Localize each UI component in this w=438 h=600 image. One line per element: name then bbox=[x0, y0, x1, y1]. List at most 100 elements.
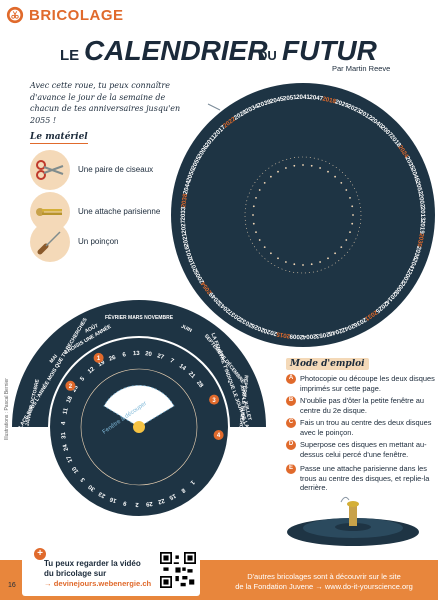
scissors-cut-mark bbox=[207, 103, 221, 111]
footer-text: D'autres bricolages sont à découvrir sur… bbox=[214, 572, 434, 592]
ring-dot bbox=[319, 167, 321, 169]
awl-icon bbox=[30, 222, 70, 262]
step-text: N'oublie pas d'ôter la petite fenêtre au… bbox=[300, 396, 425, 415]
year-label: 2039 bbox=[257, 98, 273, 109]
year-label: 2002 bbox=[417, 193, 426, 208]
step-badge: D bbox=[286, 440, 296, 450]
day-number: 25 bbox=[71, 384, 80, 393]
year-label: 2009 bbox=[289, 332, 304, 340]
year-label: 2050 bbox=[185, 167, 197, 183]
material-item: Une paire de ciseaux bbox=[30, 150, 153, 190]
year-label: 2029 bbox=[334, 98, 350, 109]
ring-dot bbox=[270, 252, 272, 255]
ring-dot bbox=[345, 239, 348, 241]
ring-dot bbox=[319, 261, 321, 263]
wheel-step-number: 4 bbox=[217, 433, 221, 439]
day-number: 17 bbox=[66, 454, 74, 463]
day-number: 28 bbox=[195, 380, 204, 389]
title-calendrier: CALENDRIER bbox=[84, 35, 268, 66]
window-cutout bbox=[103, 385, 175, 428]
day-number: 14 bbox=[178, 363, 187, 372]
ring-dot bbox=[263, 182, 266, 184]
day-number: 6 bbox=[122, 352, 127, 359]
ring-dot bbox=[255, 197, 257, 199]
ring-dot bbox=[252, 214, 254, 216]
footer-line2: de la Fondation Juvene → www.do-it-yours… bbox=[235, 582, 413, 591]
section-label: BRICOLAGE bbox=[29, 6, 124, 24]
ring-dot bbox=[255, 231, 257, 234]
day-number: 1 bbox=[188, 479, 195, 486]
instruction-step: D Superpose ces disques en mettant au-de… bbox=[286, 440, 436, 459]
year-label: 2044 bbox=[182, 180, 192, 196]
day-number: 31 bbox=[61, 431, 68, 439]
ring-dot bbox=[258, 189, 261, 191]
paper-fastener-icon bbox=[30, 192, 70, 232]
step-badge: C bbox=[286, 418, 296, 428]
month-label: MAI bbox=[49, 353, 60, 364]
intro-text: Avec cette roue, tu peux connaître d'ava… bbox=[30, 81, 181, 125]
instruction-step: C Fais un trou au centre des deux disque… bbox=[286, 418, 436, 437]
ring-dot bbox=[345, 189, 348, 191]
credit: Illustrations : Pascal Bernier bbox=[4, 378, 10, 440]
wheel-step-badge bbox=[213, 430, 224, 440]
ring-dot bbox=[258, 239, 261, 241]
ring-dot bbox=[334, 175, 336, 178]
day-number: 20 bbox=[145, 351, 153, 358]
qr-code-icon[interactable] bbox=[160, 552, 196, 588]
instruction-step: E Passe une attache parisienne dans les … bbox=[286, 464, 436, 493]
day-number: 3 bbox=[80, 476, 87, 483]
day-number: 9 bbox=[122, 499, 127, 506]
wheel-top-right bbox=[139, 300, 266, 427]
ring-dot bbox=[285, 261, 287, 263]
day-number: 8 bbox=[179, 487, 186, 494]
mode-title: Mode d'emploi bbox=[286, 358, 369, 370]
step-badge: B bbox=[286, 396, 296, 406]
day-number: 10 bbox=[71, 465, 80, 474]
ring-dot bbox=[352, 214, 354, 216]
year-label: 2052 bbox=[414, 180, 424, 196]
year-label: 2016 bbox=[183, 245, 194, 261]
day-number: 21 bbox=[187, 371, 196, 380]
year-label: 2015 bbox=[275, 330, 290, 339]
day-number: 15 bbox=[167, 492, 176, 501]
footer-line1: D'autres bricolages sont à découvrir sur… bbox=[247, 572, 401, 581]
title-futur: FUTUR bbox=[282, 35, 378, 66]
ring-dot bbox=[293, 164, 296, 167]
ring-dot bbox=[293, 263, 296, 266]
day-number: 16 bbox=[109, 495, 118, 503]
day-number: 19 bbox=[97, 359, 106, 368]
ring-dot bbox=[302, 264, 304, 266]
ring-dot bbox=[270, 175, 272, 178]
year-label: 2033 bbox=[180, 206, 187, 221]
video-line1: Tu peux regarder la vidéo bbox=[44, 559, 141, 568]
wheel-step-number: 2 bbox=[69, 384, 73, 390]
wheel-step-number: 3 bbox=[212, 398, 216, 404]
day-number: 2 bbox=[135, 501, 139, 507]
step-text: Passe une attache parisienne dans les tr… bbox=[300, 464, 430, 493]
material-item: Une attache parisienne bbox=[30, 192, 160, 232]
month-label: FÉVRIER MARS NOVEMBRE bbox=[105, 313, 174, 321]
wheel-step-badge bbox=[93, 352, 104, 363]
day-number: 23 bbox=[97, 490, 106, 499]
year-disc-face bbox=[171, 83, 435, 347]
page-number: 16 bbox=[8, 582, 16, 589]
ring-dot bbox=[340, 182, 343, 184]
day-number: 27 bbox=[156, 353, 165, 361]
year-label: 2030 bbox=[415, 232, 425, 247]
ring-dot bbox=[252, 205, 255, 208]
day-number: 22 bbox=[156, 497, 165, 505]
year-label: 2036 bbox=[411, 245, 422, 261]
day-number: 30 bbox=[87, 483, 96, 492]
instruction-step: B N'oublie pas d'ôter la petite fenêtre … bbox=[286, 396, 436, 415]
day-number: 24 bbox=[62, 443, 70, 452]
ring-dot bbox=[310, 164, 313, 167]
step-text: Photocopie ou découpe les deux disques i… bbox=[300, 374, 435, 393]
day-number: 26 bbox=[108, 355, 117, 363]
day-number: 4 bbox=[61, 421, 67, 425]
year-label: 2045 bbox=[269, 95, 285, 105]
title-du: DU bbox=[258, 48, 277, 63]
assembled-calendar-illustration bbox=[287, 496, 419, 546]
video-link[interactable]: → devinejours.webenergie.ch bbox=[44, 579, 152, 588]
day-number: 18 bbox=[66, 395, 74, 404]
